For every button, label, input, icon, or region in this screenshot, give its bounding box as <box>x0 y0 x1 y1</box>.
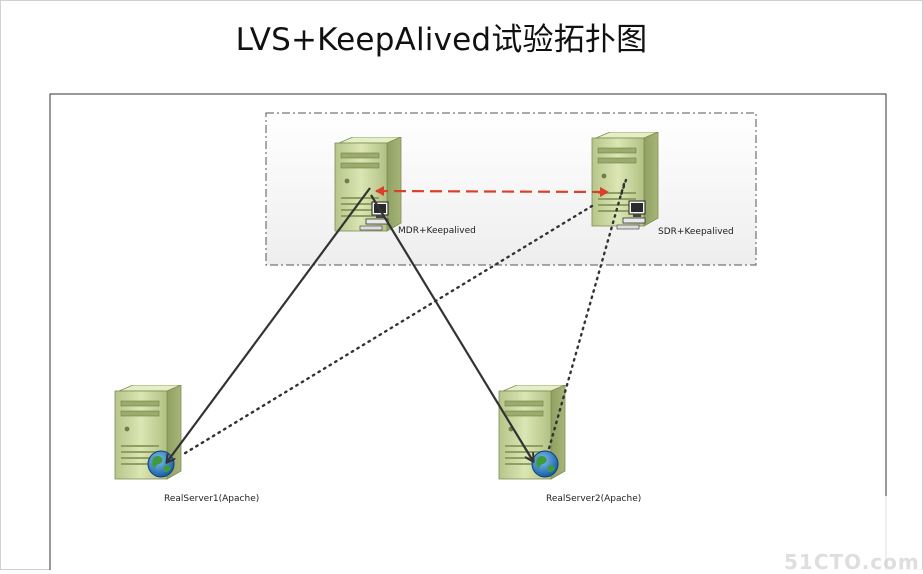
sdr-link-tail <box>619 178 628 197</box>
mdr-to-realserver1-link <box>167 187 371 462</box>
sdr-server: SDR+Keepalived <box>591 132 734 237</box>
realserver2-globe-icon <box>531 450 559 478</box>
sdr-workstation-icon <box>616 200 646 230</box>
realserver2: RealServer2(Apache) <box>498 385 641 504</box>
watermark-fade <box>726 496 922 570</box>
realserver1-globe-icon <box>147 450 175 478</box>
watermark-text: 51CTO.com <box>784 550 920 574</box>
mdr-to-realserver2-link <box>370 194 533 461</box>
mdr-label: MDR+Keepalived <box>398 226 476 236</box>
realserver1-label: RealServer1(Apache) <box>164 494 259 504</box>
sdr-label: SDR+Keepalived <box>658 227 734 237</box>
realserver2-label: RealServer2(Apache) <box>546 494 641 504</box>
sdr-to-realserver2-link <box>546 182 626 454</box>
heartbeat-link <box>375 186 609 197</box>
diagram-title-text: LVS+KeepAlived试验拓扑图 <box>235 22 648 58</box>
diagram-title: LVS+KeepAlived试验拓扑图 <box>0 14 923 59</box>
sdr-to-realserver1-link <box>180 204 594 457</box>
